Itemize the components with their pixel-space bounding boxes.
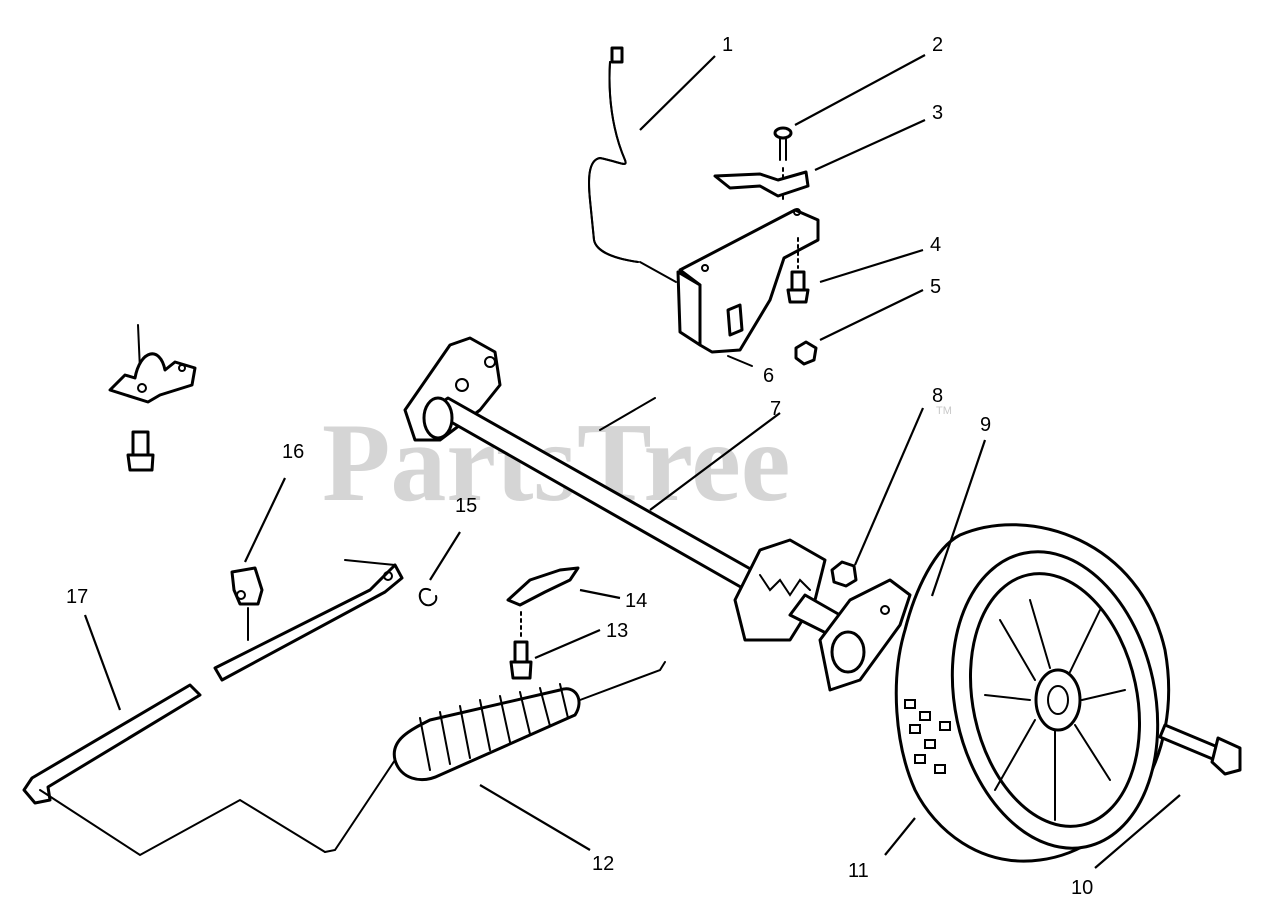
callout-2: 2: [932, 34, 943, 56]
callout-9: 9: [980, 414, 991, 436]
callout-3: 3: [932, 102, 943, 124]
callout-4: 4: [930, 234, 941, 256]
part-5-nut: [794, 340, 818, 366]
callout-6: 6: [763, 365, 774, 387]
part-1-adjust-rod: [588, 46, 677, 283]
callout-17: 17: [66, 586, 88, 608]
part-8-nut: [830, 560, 858, 588]
callout-12: 12: [592, 853, 614, 875]
part-12-spring: [324, 661, 666, 853]
part-14-clip: [506, 566, 580, 607]
callout-15: 15: [455, 495, 477, 517]
callout-10: 10: [1071, 877, 1093, 899]
callout-16: 16: [282, 441, 304, 463]
part-7-axle: [403, 336, 912, 692]
part-11-wheel: [894, 523, 1171, 863]
watermark-trademark: TM: [936, 405, 952, 417]
callout-13: 13: [606, 620, 628, 642]
part-3-plate: [713, 170, 810, 198]
part-16-clip-and-rod: [213, 559, 404, 682]
part-13-bolt: [509, 611, 533, 680]
callout-1: 1: [722, 34, 733, 56]
callout-11: 11: [848, 860, 869, 882]
part-6-bracket: [676, 208, 820, 367]
left-mount-bracket: [108, 324, 197, 472]
part-17-rod: [22, 683, 326, 857]
leader-lines: [83, 54, 1181, 869]
part-4-bolt: [786, 237, 810, 304]
part-10-bolt: [1158, 723, 1242, 776]
callout-14: 14: [625, 590, 647, 612]
callout-numbers: 1 2 3 4 5 6 7 8 9 10 11 12 13 14 15 16 1…: [66, 34, 1093, 899]
callout-7: 7: [770, 398, 781, 420]
part-15-ring: [418, 587, 438, 607]
callout-8: 8: [932, 385, 943, 407]
callout-5: 5: [930, 276, 941, 298]
